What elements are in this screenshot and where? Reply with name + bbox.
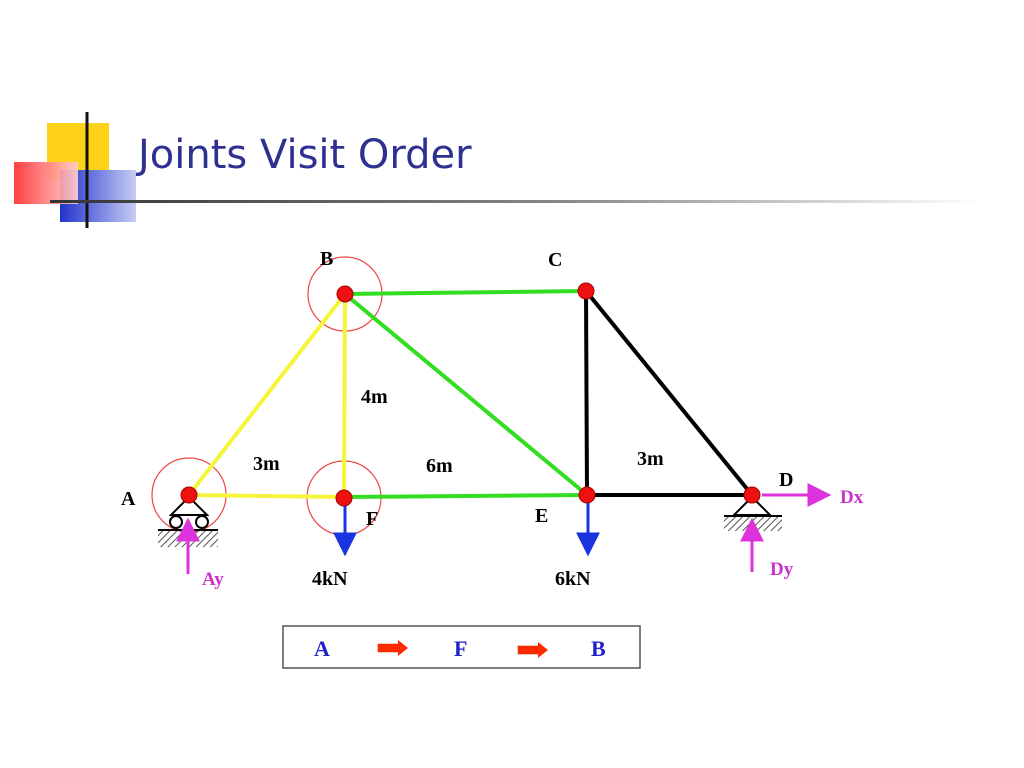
member-c-d — [584, 289, 754, 497]
dimension-af: 3m — [253, 453, 280, 475]
page-title: Joints Visit Order — [138, 132, 472, 178]
visit-order-step-2: F — [454, 636, 467, 661]
member-f-b — [342, 293, 347, 498]
joint-label-c: C — [548, 249, 562, 271]
reaction-label-dx: Dx — [840, 487, 864, 508]
dimension-bf: 4m — [361, 386, 388, 408]
joint-c — [577, 282, 595, 300]
joint-f — [335, 489, 353, 507]
dimension-fe: 6m — [426, 455, 453, 477]
joint-label-a: A — [121, 488, 136, 510]
reaction-label-dy: Dy — [770, 559, 794, 580]
joint-e — [578, 486, 596, 504]
reaction-label-ay: Ay — [202, 569, 224, 590]
joint-label-e: E — [535, 505, 548, 527]
visit-order-step-1: A — [314, 636, 330, 661]
ornament-red-square — [14, 162, 78, 204]
order-arrow-1-icon — [377, 640, 408, 656]
joint-d — [743, 486, 761, 504]
visit-order-box: A F B — [282, 625, 641, 669]
member-a-f — [188, 493, 345, 499]
pin-support-d — [724, 495, 782, 531]
joint-a — [180, 486, 198, 504]
visit-order-step-3: B — [591, 636, 606, 661]
load-label-f: 4kN — [312, 568, 348, 590]
member-f-e — [343, 493, 588, 499]
order-arrow-2-icon — [517, 642, 548, 658]
joint-label-d: D — [779, 469, 793, 491]
member-b-c — [344, 289, 587, 296]
joint-b — [336, 285, 354, 303]
member-c-e — [584, 290, 589, 496]
title-rule — [50, 200, 980, 203]
joint-label-b: B — [320, 248, 333, 270]
member-b-e — [343, 292, 589, 497]
load-label-e: 6kN — [555, 568, 591, 590]
member-a-b — [187, 292, 347, 497]
joint-label-f: F — [366, 508, 378, 530]
dimension-ed: 3m — [637, 448, 664, 470]
